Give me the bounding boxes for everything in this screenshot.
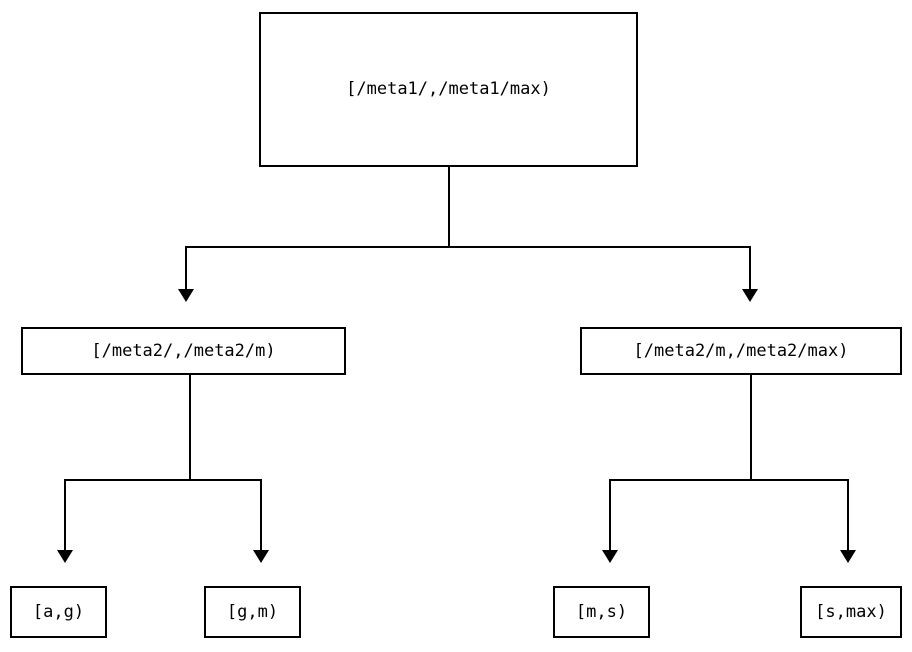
node-mid-right[interactable]: [/meta2/m,/meta2/max) xyxy=(580,327,902,375)
node-leaf-3[interactable]: [s,max) xyxy=(800,586,902,638)
edge-mid-left-to-leaf-0-drop xyxy=(64,479,66,551)
node-root[interactable]: [/meta1/,/meta1/max) xyxy=(259,12,638,167)
edge-mid-right-bar xyxy=(609,479,849,481)
edge-root-trunk xyxy=(448,167,450,248)
node-mid-right-label: [/meta2/m,/meta2/max) xyxy=(633,340,849,361)
edge-mid-left-to-leaf-1-drop xyxy=(260,479,262,551)
node-mid-left-label: [/meta2/,/meta2/m) xyxy=(91,340,276,361)
arrowhead-to-mid-right xyxy=(742,289,758,302)
arrowhead-to-leaf-3 xyxy=(840,550,856,563)
edge-mid-left-trunk xyxy=(189,375,191,481)
arrowhead-to-leaf-2 xyxy=(602,550,618,563)
edge-root-to-mid-left-drop xyxy=(185,246,187,290)
edge-mid-right-to-leaf-2-drop xyxy=(609,479,611,551)
node-leaf-0[interactable]: [a,g) xyxy=(10,586,107,638)
edge-mid-right-trunk xyxy=(750,375,752,481)
arrowhead-to-leaf-0 xyxy=(57,550,73,563)
edge-root-bar xyxy=(185,246,750,248)
node-leaf-1[interactable]: [g,m) xyxy=(204,586,301,638)
node-root-label: [/meta1/,/meta1/max) xyxy=(346,79,551,99)
edge-mid-left-bar xyxy=(64,479,261,481)
node-mid-left[interactable]: [/meta2/,/meta2/m) xyxy=(21,327,346,375)
node-leaf-0-label: [a,g) xyxy=(32,601,85,622)
arrowhead-to-leaf-1 xyxy=(253,550,269,563)
edge-root-to-mid-right-drop xyxy=(749,246,751,290)
node-leaf-2-label: [m,s) xyxy=(575,601,628,622)
edge-mid-right-to-leaf-3-drop xyxy=(847,479,849,551)
node-leaf-2[interactable]: [m,s) xyxy=(553,586,650,638)
node-leaf-1-label: [g,m) xyxy=(226,601,279,622)
arrowhead-to-mid-left xyxy=(178,289,194,302)
node-leaf-3-label: [s,max) xyxy=(815,601,887,622)
